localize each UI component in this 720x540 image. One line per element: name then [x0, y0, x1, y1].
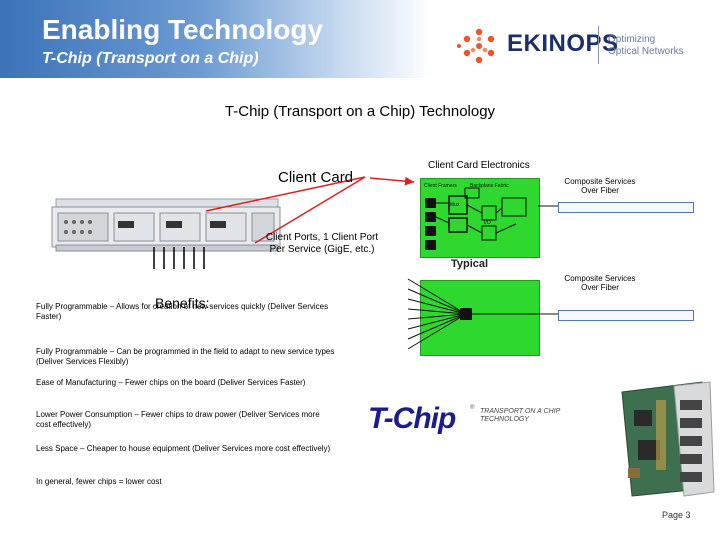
tchip-tagline: TRANSPORT ON A CHIP TECHNOLOGY	[480, 408, 600, 424]
tchip-wordmark: T-Chip	[368, 402, 455, 436]
fiber-bar-bottom	[558, 310, 694, 321]
tchip-trademark: ®	[470, 405, 474, 411]
benefit-item: In general, fewer chips = lower cost	[36, 477, 336, 487]
composite-services-label-bottom: Composite Services Over Fiber	[560, 274, 640, 292]
benefit-item: Fully Programmable – Can be programmed i…	[36, 347, 336, 367]
benefit-item: Lower Power Consumption – Fewer chips to…	[36, 410, 336, 430]
benefit-item: Less Space – Cheaper to house equipment …	[36, 444, 336, 454]
fiber-bar-top	[558, 202, 694, 213]
tchip-chip-square	[460, 308, 472, 320]
client-ports-label: Client Ports, 1 Client Port Per Service …	[262, 232, 382, 256]
benefit-item: Fully Programmable – Allows for creation…	[36, 302, 336, 322]
tchip-logo: T-Chip ® TRANSPORT ON A CHIP TECHNOLOGY	[368, 399, 608, 445]
benefit-item: Ease of Manufacturing – Fewer chips on t…	[36, 378, 336, 388]
page-number: Page 3	[662, 510, 691, 520]
composite-services-label-top: Composite Services Over Fiber	[560, 177, 640, 195]
circuit-board-image	[614, 380, 716, 498]
